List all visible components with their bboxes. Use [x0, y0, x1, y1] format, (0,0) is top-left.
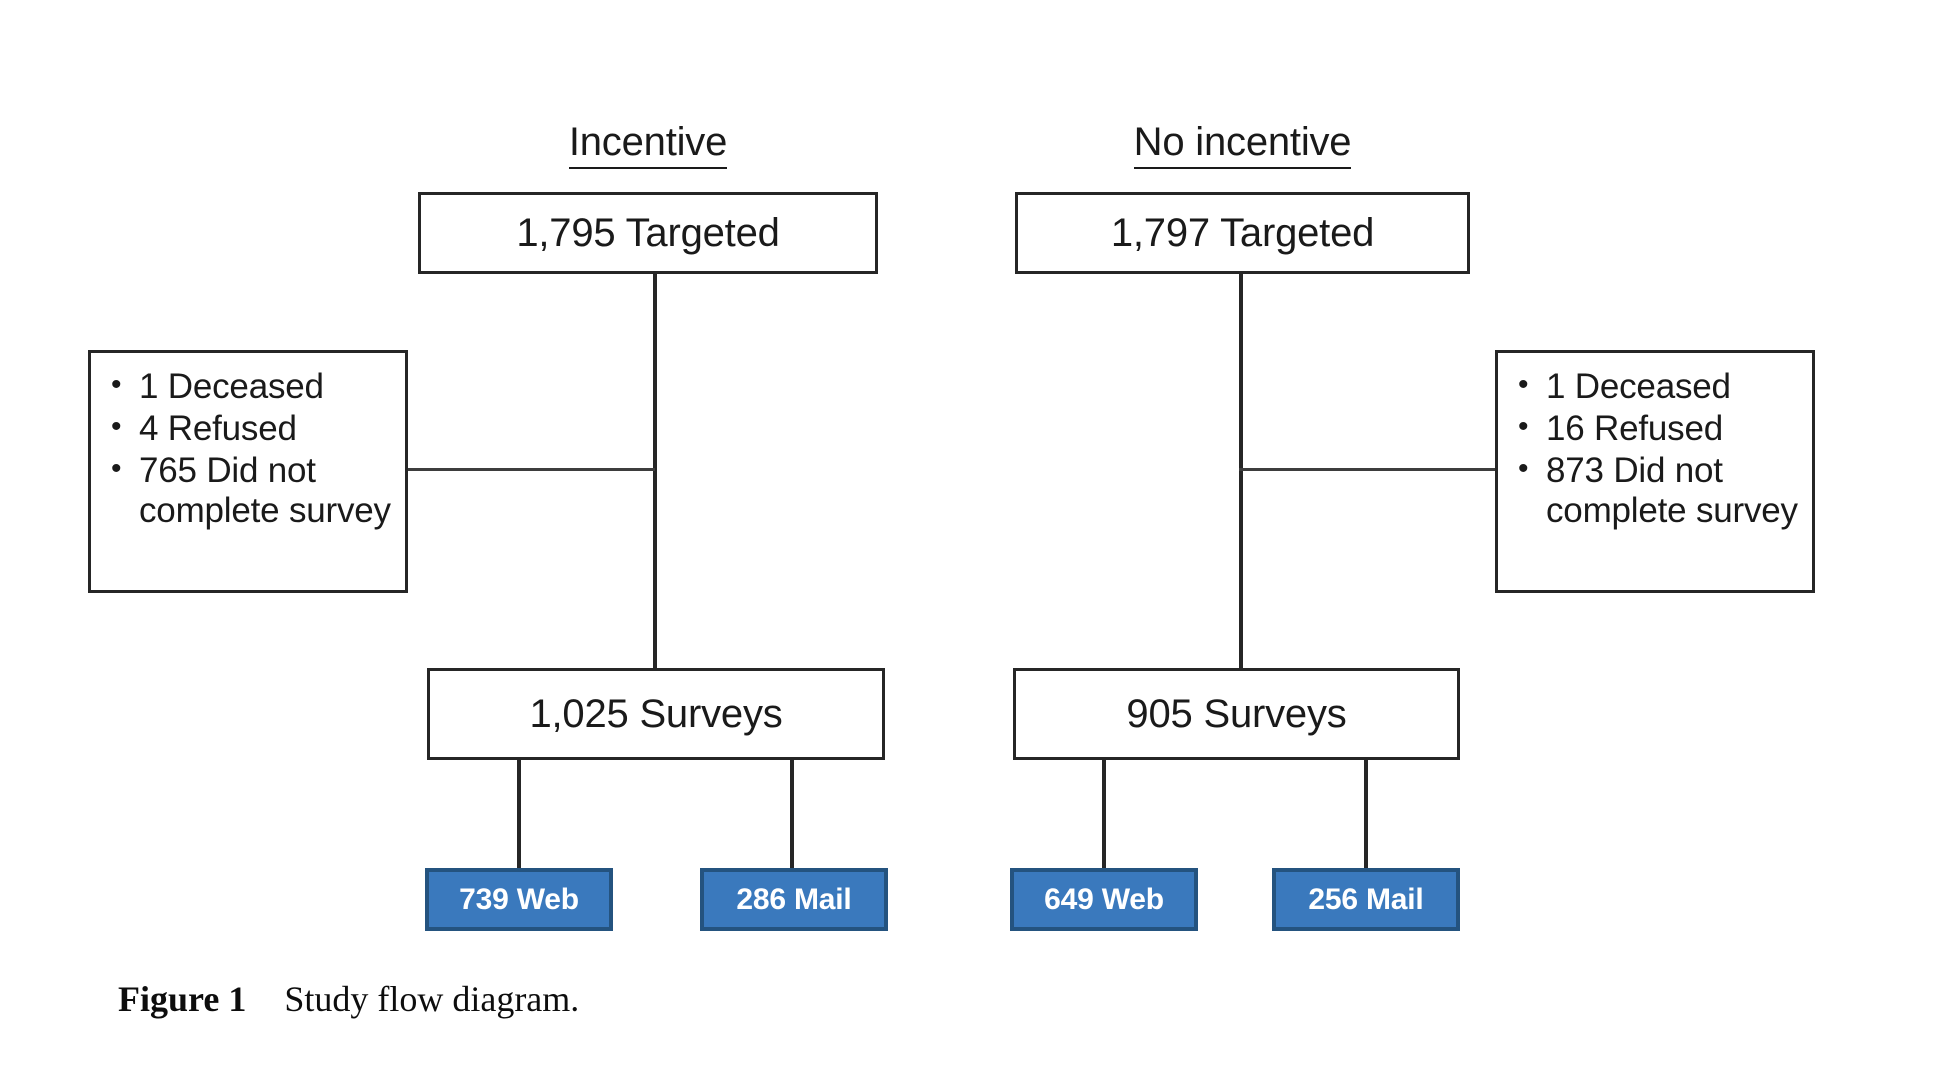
- node-surveys-no-incentive: 905 Surveys: [1013, 668, 1460, 760]
- connector-targeted-to-surveys-incentive: [653, 272, 657, 670]
- connector-exclusions-branch-incentive: [406, 468, 655, 471]
- connector-surveys-to-web-no-incentive: [1102, 758, 1106, 870]
- column-header-no-incentive-label: No incentive: [1133, 120, 1352, 169]
- node-mail-no-incentive: 256 Mail: [1272, 868, 1460, 931]
- node-targeted-incentive: 1,795 Targeted: [418, 192, 878, 274]
- list-item: 873 Did not complete survey: [1518, 450, 1798, 531]
- list-item: 1 Deceased: [1518, 366, 1798, 407]
- column-header-incentive: Incentive: [418, 120, 878, 169]
- exclusion-list-no-incentive: 1 Deceased 16 Refused 873 Did not comple…: [1518, 366, 1798, 531]
- node-targeted-no-incentive: 1,797 Targeted: [1015, 192, 1470, 274]
- exclusion-list-incentive: 1 Deceased 4 Refused 765 Did not complet…: [111, 366, 391, 531]
- list-item: 1 Deceased: [111, 366, 391, 407]
- figure-caption: Figure 1 Study flow diagram.: [118, 978, 579, 1020]
- figure-caption-text: Study flow diagram.: [284, 979, 580, 1019]
- node-web-incentive: 739 Web: [425, 868, 613, 931]
- connector-exclusions-branch-no-incentive: [1239, 468, 1497, 471]
- connector-surveys-to-mail-incentive: [790, 758, 794, 870]
- node-web-no-incentive: 649 Web: [1010, 868, 1198, 931]
- connector-targeted-to-surveys-no-incentive: [1239, 272, 1243, 670]
- figure-caption-label: Figure 1: [118, 979, 247, 1019]
- list-item: 16 Refused: [1518, 408, 1798, 449]
- connector-surveys-to-web-incentive: [517, 758, 521, 870]
- node-surveys-incentive: 1,025 Surveys: [427, 668, 885, 760]
- column-header-no-incentive: No incentive: [1015, 120, 1470, 169]
- list-item: 765 Did not complete survey: [111, 450, 391, 531]
- column-header-incentive-label: Incentive: [568, 120, 727, 169]
- node-mail-incentive: 286 Mail: [700, 868, 888, 931]
- node-exclusions-incentive: 1 Deceased 4 Refused 765 Did not complet…: [88, 350, 408, 593]
- connector-surveys-to-mail-no-incentive: [1364, 758, 1368, 870]
- node-exclusions-no-incentive: 1 Deceased 16 Refused 873 Did not comple…: [1495, 350, 1815, 593]
- list-item: 4 Refused: [111, 408, 391, 449]
